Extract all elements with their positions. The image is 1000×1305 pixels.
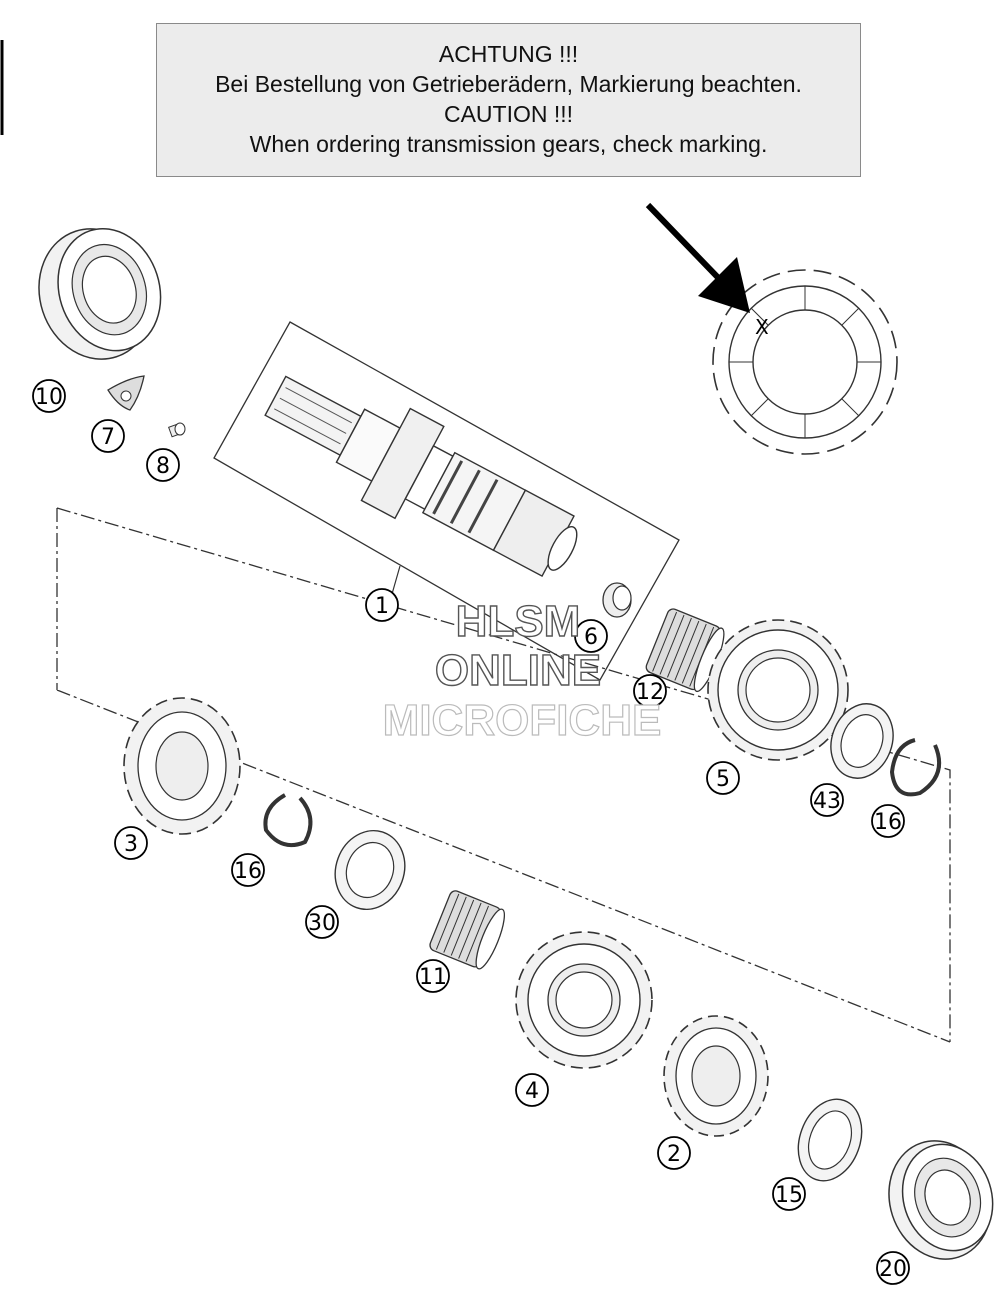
svg-text:1: 1 — [375, 594, 389, 619]
caution-notice: ACHTUNG !!! Bei Bestellung von Getrieber… — [156, 23, 861, 177]
notice-text-de: Bei Bestellung von Getrieberädern, Marki… — [215, 71, 802, 97]
svg-text:16: 16 — [234, 859, 262, 884]
gear-part-2 — [663, 1015, 769, 1137]
screw-part-8 — [168, 422, 186, 438]
svg-text:4: 4 — [525, 1079, 539, 1104]
callout-20: 20 — [876, 1251, 910, 1285]
callout-30: 30 — [305, 905, 339, 939]
callout-3: 3 — [114, 826, 148, 860]
marking-arrow — [645, 202, 750, 313]
callout-12: 12 — [633, 674, 667, 708]
callout-16-upper: 16 — [871, 804, 905, 838]
marked-gear-detail — [712, 269, 898, 455]
needle-bearing-part-12 — [645, 608, 725, 693]
callout-5: 5 — [706, 761, 740, 795]
callout-8: 8 — [146, 448, 180, 482]
callout-43: 43 — [810, 783, 844, 817]
callout-16-lower: 16 — [231, 853, 265, 887]
gear-part-3 — [123, 697, 241, 835]
notice-text-en: When ordering transmission gears, check … — [249, 131, 768, 157]
watermark: HLSM ONLINE MICROFICHE — [382, 596, 662, 745]
svg-text:8: 8 — [156, 454, 170, 479]
notice-title-en: CAUTION !!! — [443, 101, 574, 127]
gear-part-4 — [515, 931, 653, 1069]
svg-text:6: 6 — [584, 625, 598, 650]
svg-text:5: 5 — [716, 767, 730, 792]
bushing-part-6 — [602, 582, 632, 618]
callout-10: 10 — [32, 379, 66, 413]
svg-text:43: 43 — [813, 789, 841, 814]
needle-bearing-part-11 — [429, 890, 505, 970]
callout-15: 15 — [772, 1177, 806, 1211]
watermark-line-1: HLSM — [456, 597, 581, 646]
svg-text:3: 3 — [124, 832, 138, 857]
gear-marking-x: X — [755, 315, 769, 339]
svg-text:20: 20 — [879, 1257, 907, 1282]
svg-text:11: 11 — [419, 965, 447, 990]
callout-7: 7 — [91, 419, 125, 453]
main-shaft-part-1 — [264, 375, 578, 578]
svg-text:15: 15 — [775, 1183, 803, 1208]
callout-11: 11 — [416, 959, 450, 993]
splined-washer-part-43 — [830, 703, 894, 779]
svg-text:7: 7 — [101, 425, 115, 450]
callout-6: 6 — [574, 619, 608, 653]
bearing-part-10 — [38, 227, 162, 360]
circlip-part-16-lower — [263, 793, 313, 847]
svg-text:10: 10 — [35, 385, 63, 410]
callout-4: 4 — [515, 1073, 549, 1107]
bearing-part-20 — [888, 1140, 994, 1260]
gear-part-5 — [707, 619, 849, 761]
callout-2: 2 — [657, 1136, 691, 1170]
svg-text:2: 2 — [667, 1142, 681, 1167]
svg-text:12: 12 — [636, 680, 664, 705]
watermark-line-2: ONLINE — [435, 646, 601, 695]
splined-washer-part-30 — [334, 829, 406, 911]
callout-1: 1 — [365, 588, 399, 622]
notice-title-de: ACHTUNG !!! — [438, 41, 579, 67]
circlip-part-16-upper — [889, 738, 941, 797]
svg-text:30: 30 — [308, 911, 336, 936]
thrust-washer-part-15 — [797, 1098, 863, 1182]
shaft-group-box — [213, 321, 680, 681]
watermark-line-3: MICROFICHE — [383, 696, 662, 745]
svg-text:16: 16 — [874, 810, 902, 835]
